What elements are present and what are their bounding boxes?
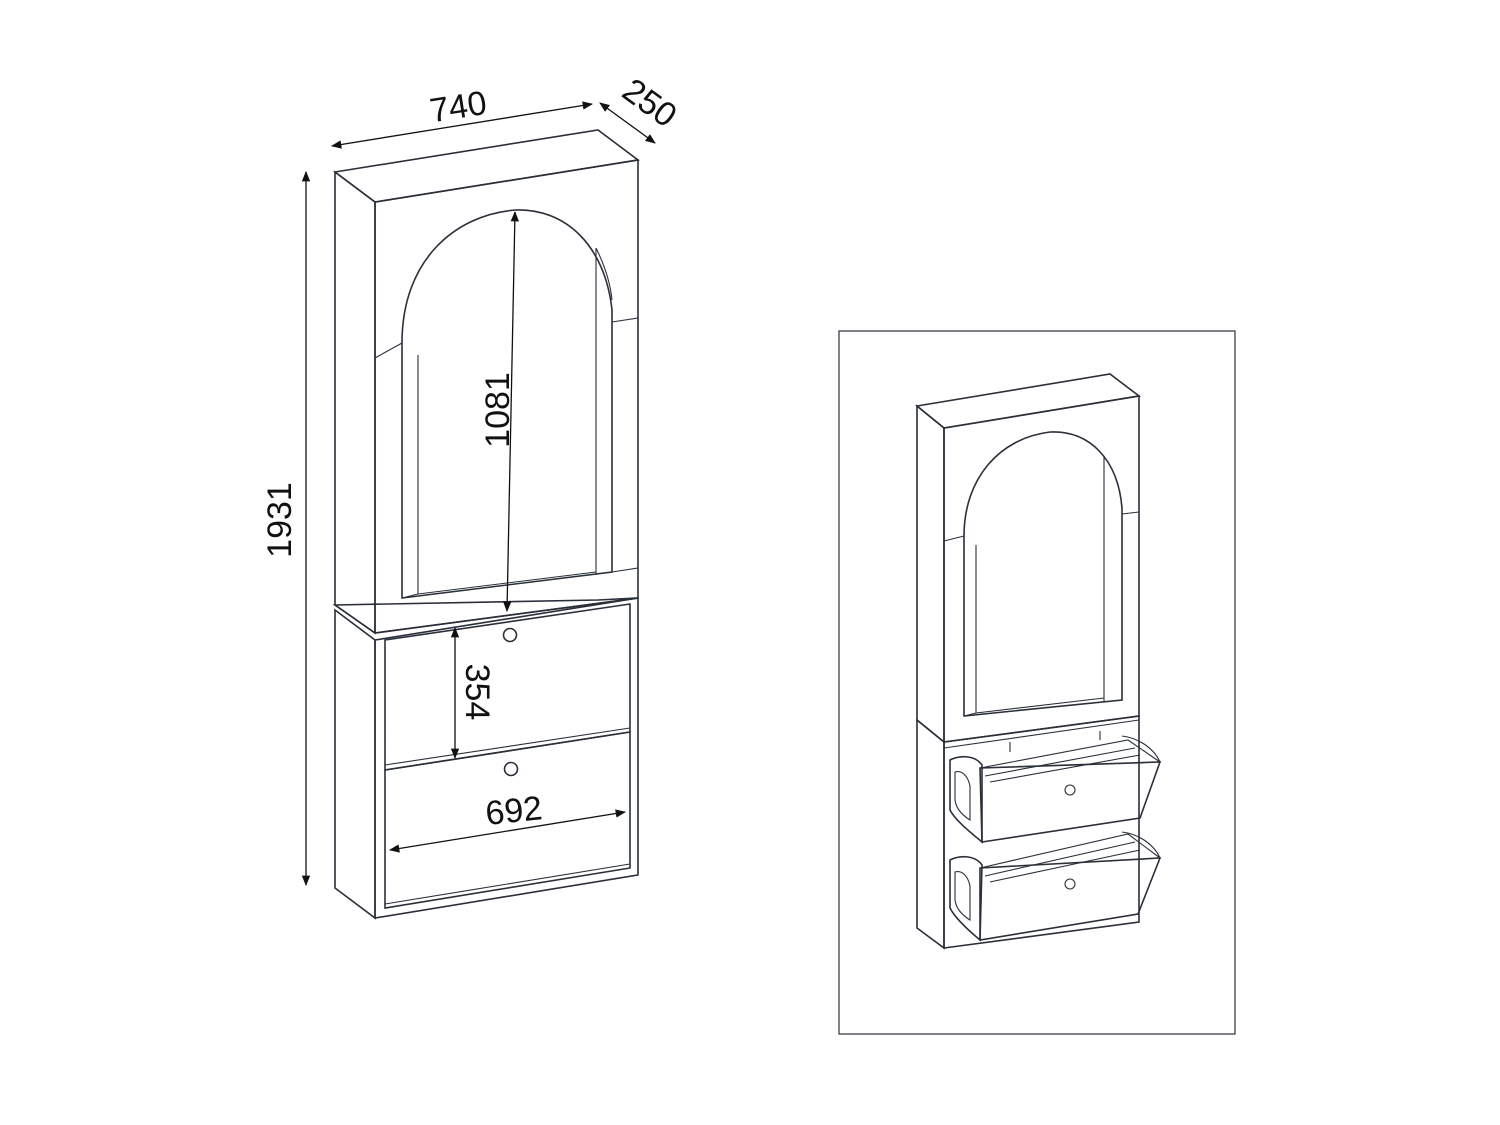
dimension-drawer-height: 354 bbox=[450, 626, 496, 760]
upper-open-drawer-handle bbox=[1064, 784, 1076, 796]
dimension-arch-height-label: 1081 bbox=[479, 372, 517, 448]
dimension-inner-width-label: 692 bbox=[484, 789, 544, 833]
upper-drawer-handle bbox=[502, 627, 518, 643]
lower-drawer-handle bbox=[503, 761, 519, 777]
dimension-width-label: 740 bbox=[427, 84, 489, 130]
dimension-drawer-height-label: 354 bbox=[458, 664, 496, 721]
lower-drawer-front bbox=[384, 731, 631, 909]
dimension-total-height: 1931 bbox=[261, 170, 311, 887]
dimension-depth-label: 250 bbox=[615, 71, 683, 135]
view-frame bbox=[838, 330, 1236, 1035]
dimension-arch-height: 1081 bbox=[479, 210, 519, 613]
open-drawers-view bbox=[838, 330, 1236, 1035]
dimension-width: 740 bbox=[330, 84, 594, 149]
upper-open-drawer bbox=[949, 735, 1162, 844]
dimensioned-cabinet-view: 740 250 1931 1081 354 692 bbox=[261, 71, 684, 920]
lower-open-drawer-handle bbox=[1064, 878, 1076, 890]
dimension-total-height-label: 1931 bbox=[261, 482, 299, 558]
dimension-depth: 250 bbox=[599, 71, 684, 144]
drawer-module bbox=[332, 597, 639, 920]
dimension-inner-width: 692 bbox=[388, 789, 627, 853]
lower-open-drawer bbox=[949, 831, 1162, 942]
